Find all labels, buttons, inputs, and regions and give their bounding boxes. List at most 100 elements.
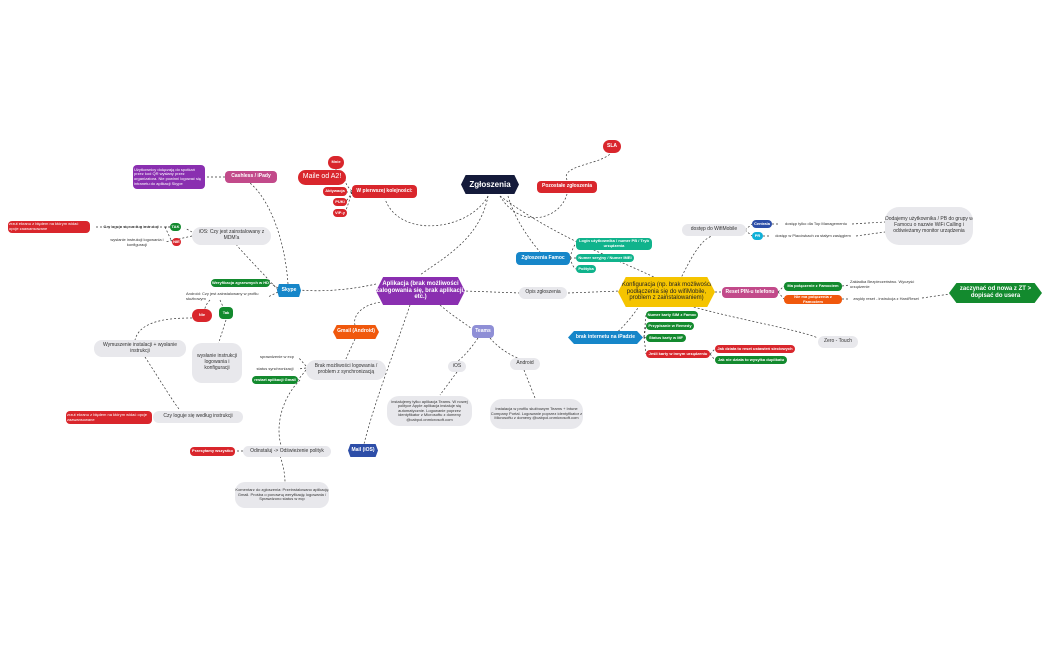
wyslanie-instrukcji-node-2[interactable]: wysłanie instrukcji logowania i konfigur… — [192, 343, 242, 383]
numer-karty-node[interactable]: Numer karty SIM z Famoc — [646, 311, 698, 319]
opis-node[interactable]: Opis zgłoszenia — [519, 287, 567, 299]
brak-internetu-node[interactable]: brak internetu na iPadzie — [568, 331, 643, 344]
reset-pin-node[interactable]: Reset PIN-u telefonu — [722, 287, 778, 298]
maile-node[interactable]: Maile od A2! — [298, 170, 346, 185]
polityka-node[interactable]: Polityka — [576, 265, 596, 273]
ma-polaczenie-node[interactable]: Ma połączenie z Famociem — [784, 282, 842, 291]
ios-question-node[interactable]: iOS: Czy jest zainstalowany z MDM'a — [192, 227, 271, 245]
edge-internet-jesli — [643, 336, 647, 355]
jesli-karty-node[interactable]: Jeśli karty w innym urządzeniu — [646, 350, 710, 358]
cashless-node[interactable]: Cashless / iPady — [225, 171, 277, 183]
edge-teams-android — [489, 337, 525, 361]
teams-android-node[interactable]: Android — [510, 358, 540, 370]
zwykly-reset-node[interactable]: zwykły reset - instrukcja z HardReset — [853, 295, 919, 301]
dostep-placowki-node[interactable]: dostęp w Placówkach za stałym zasięgiem — [775, 232, 851, 238]
edge-nie-wymusz — [134, 317, 193, 341]
edge-aplikacja-teams — [439, 304, 474, 331]
dodajemy-node[interactable]: Dodajemy użytkownika / PB do grupy w Fam… — [885, 207, 973, 245]
mnie-node[interactable]: Mnie — [328, 156, 344, 169]
edge-odinstaluj-kom — [279, 455, 286, 484]
edge-konfig-dostep — [679, 235, 713, 281]
pr-node[interactable]: PR — [752, 232, 763, 240]
edge-skype-cashless — [249, 182, 289, 285]
edge-internet-przypisanie — [643, 325, 647, 338]
zrzut-ekranu-node-2[interactable]: zrzut ekranu z błędem na którym widać op… — [66, 411, 152, 424]
root-node[interactable]: Zgłoszenia — [461, 175, 519, 194]
czy-loguje-node-2[interactable]: Czy loguje się według instrukcji — [153, 411, 243, 423]
brak-logowania-node[interactable]: Brak możliwości logowania / problem z sy… — [306, 360, 386, 380]
odinstaluj-node[interactable]: Odinstaluj -> Odświeżenie polityk — [243, 446, 331, 457]
zero-touch-node[interactable]: Zero - Touch — [818, 336, 858, 348]
weryfikacja-node[interactable]: Weryfikacja zgrzewnych w HD — [211, 279, 270, 287]
nie-node[interactable]: NIE — [172, 238, 181, 246]
uzytkownicy-node: Użytkownicy dołączają do spotkań przez k… — [133, 165, 205, 189]
edge-konfig-internet — [611, 304, 641, 338]
nie-ma-polaczenia-node[interactable]: Nie ma połączenia z Famociem — [784, 295, 842, 304]
zrzut-ekranu-node-1[interactable]: zrzut ekranu z błędem na którym widać op… — [8, 221, 90, 233]
zakladka-node[interactable]: Zakładka Bezpieczeństwo. Wyczyść urządze… — [850, 279, 915, 289]
edge-pierwsza-maile — [344, 177, 353, 192]
mail-ios-node[interactable]: Mail (iOS) — [348, 444, 378, 457]
vip-node[interactable]: VIP-y — [333, 209, 347, 217]
tak-node[interactable]: TAK — [170, 223, 181, 231]
edge-brak-odinstaluj — [278, 379, 301, 449]
edge-android-text — [523, 369, 536, 399]
jak-dziala-node[interactable]: Jak działa to reset ustawień sieciowych — [715, 345, 795, 353]
edge-aplikacja-mail — [363, 304, 411, 445]
pozostale-node[interactable]: Pozostałe zgłoszenia — [537, 181, 597, 193]
czy-loguje-node[interactable]: Czy loguje się według instrukcji — [103, 224, 159, 230]
centrala-node[interactable]: Centrala — [752, 220, 772, 228]
edge-ios-czy — [184, 227, 193, 233]
edge-ma-zakladka — [841, 284, 851, 287]
dostep-node[interactable]: dostęp do WifiMobile — [682, 224, 746, 236]
zaczynac-node[interactable]: zaczynać od nowa z ZT > dopisać do usera — [949, 283, 1042, 303]
nie-android-node[interactable]: Nie — [192, 309, 212, 322]
edge-teams-ios — [456, 337, 479, 363]
edge-jesli-jaknie — [709, 353, 716, 361]
przypisanie-node[interactable]: Przypisanie w Remedy — [646, 322, 694, 330]
gmail-node[interactable]: Gmail (Android) — [333, 325, 379, 339]
edge-pozostale-sla — [565, 152, 612, 181]
status-karty-node[interactable]: Status karty w MF — [646, 334, 686, 342]
numer-seryjny-node[interactable]: Numer seryjny / Numer IMEI — [576, 254, 634, 262]
teams-ios-node[interactable]: iOS — [448, 361, 466, 372]
jak-nie-dziala-node[interactable]: Jak nie działa to wysyłka duplikatu — [715, 356, 787, 364]
edge-reset-ma — [777, 285, 785, 293]
dostep-top-node[interactable]: dostęp tylko dla Top Managementu — [785, 220, 847, 226]
edge-wymusz-czy2 — [144, 356, 181, 411]
przesylamy-node[interactable]: Przesyłamy wszystko — [190, 447, 235, 456]
aktywacja-node[interactable]: Aktywacja — [323, 187, 347, 196]
wymuszenie-node[interactable]: Wymuszenie instalacji + wysłanie instruk… — [94, 340, 186, 357]
edge-root-pierwsza — [384, 195, 489, 227]
edge-skype-android — [267, 291, 279, 298]
sprawdzenie-node[interactable]: sprawdzenie w ecp — [259, 353, 295, 359]
edge-dostep-pr — [744, 229, 753, 237]
login-node[interactable]: Login użytkownika / numer PB / Tryb urzą… — [576, 238, 652, 250]
edge-root-pozostale — [499, 193, 568, 219]
edge-top-dodajemy — [851, 221, 886, 225]
edge-czy-nie — [164, 226, 173, 243]
teams-node[interactable]: Teams — [472, 325, 494, 338]
edge-jesli-jak — [709, 348, 716, 355]
sla-node[interactable]: SLA — [603, 140, 621, 153]
status-sync-node[interactable]: status synchronizacji — [256, 365, 294, 371]
famoc-node[interactable]: Zgłoszenia Famoc — [516, 252, 570, 265]
edge-brak-status — [297, 367, 307, 370]
restart-gmail-node[interactable]: restart aplikacji Gmail — [252, 376, 298, 384]
edge-brak-spr — [297, 356, 307, 367]
tak-android-node[interactable]: Tak — [219, 307, 233, 319]
android-question-node[interactable]: Android: Czy jest zainstalowany w profil… — [186, 291, 259, 301]
edge-famoc-login — [569, 243, 577, 259]
edge-opis-aplikacja — [464, 290, 521, 294]
puki-node[interactable]: PUKi — [333, 198, 347, 206]
pierwsza-node[interactable]: W pierwszej kolejności: — [352, 185, 417, 198]
edge-ios-text — [439, 371, 458, 396]
edge-tak-wysl2 — [217, 319, 227, 346]
skype-node[interactable]: Skype — [277, 284, 301, 297]
wyslanie-instrukcji-node[interactable]: wysłanie instrukcji logowania i konfigur… — [110, 237, 164, 247]
teams-ios-text: instalujemy tylko aplikacja Teams. W now… — [387, 396, 472, 426]
konfiguracja-node[interactable]: Konfiguracja (np. brak możliwości podłąc… — [618, 277, 715, 307]
aplikacja-node[interactable]: Aplikacja (brak możliwości zalogowania s… — [376, 277, 465, 305]
